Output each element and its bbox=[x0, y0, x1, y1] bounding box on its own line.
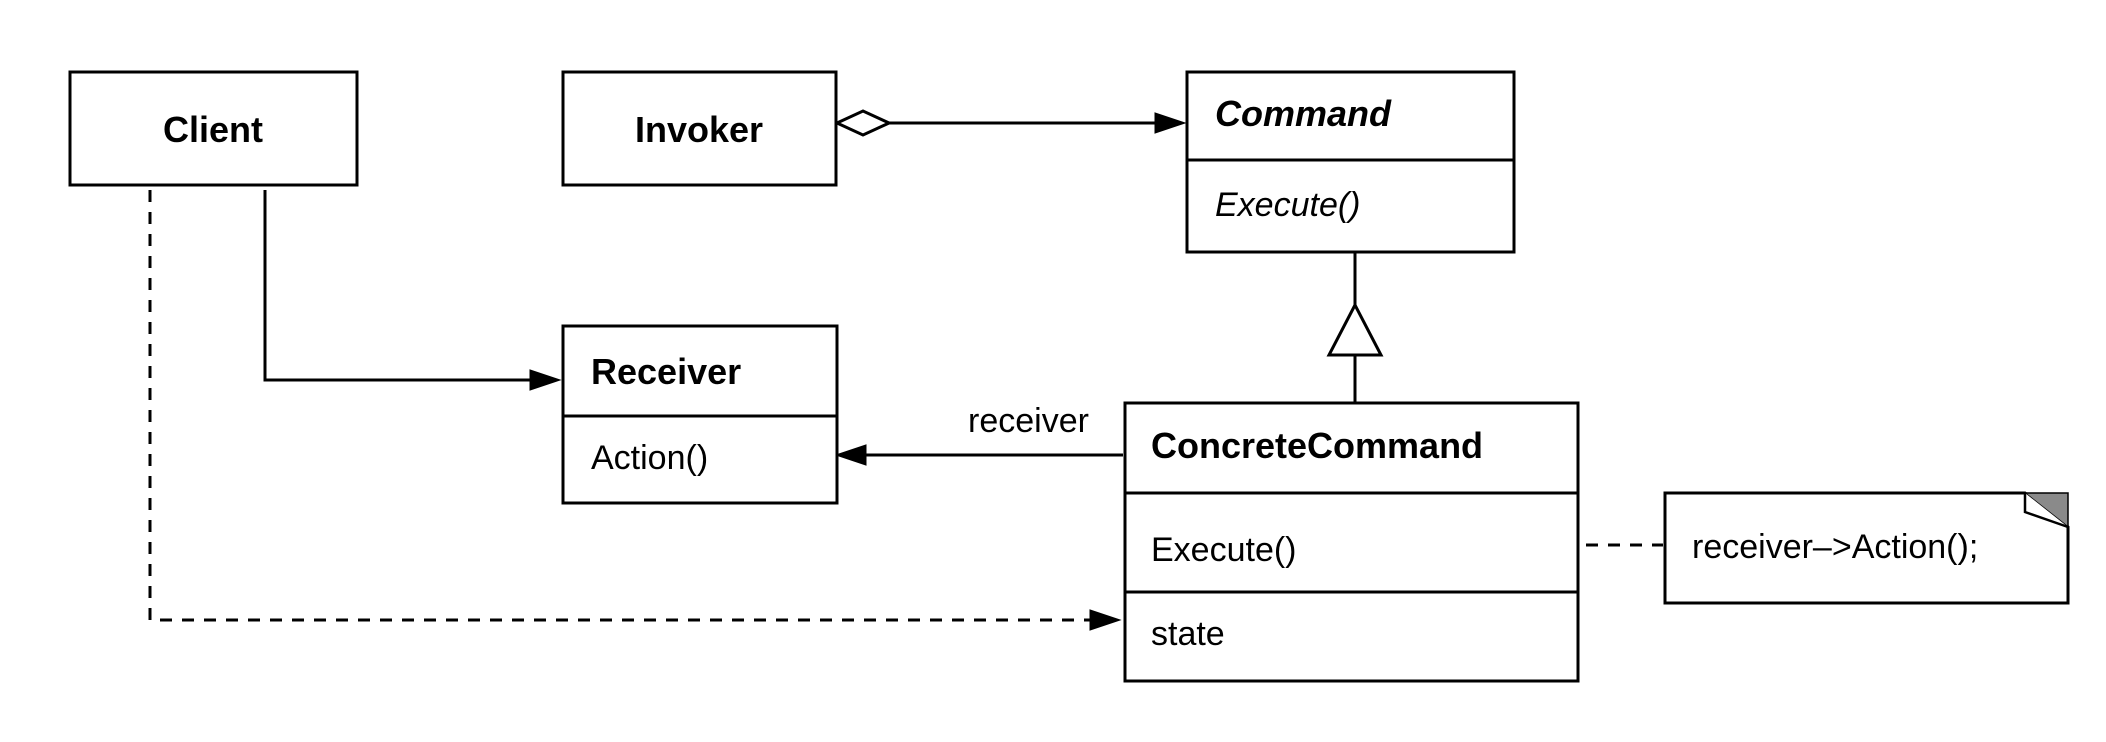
client-class-name: Client bbox=[163, 109, 263, 150]
inheritance-triangle-icon bbox=[1326, 301, 1384, 357]
command-class: Command Execute() bbox=[1185, 70, 1516, 254]
aggregation-diamond-icon bbox=[833, 109, 893, 137]
concretecommand-receiver-association bbox=[834, 444, 1123, 466]
command-class-name: Command bbox=[1215, 93, 1392, 134]
invoker-class-name: Invoker bbox=[635, 109, 763, 150]
receiver-role-label: receiver bbox=[968, 402, 1089, 440]
client-class: Client bbox=[68, 70, 359, 187]
client-receiver-association bbox=[263, 190, 562, 391]
concretecommand-generalization bbox=[1326, 252, 1384, 403]
command-execute-operation: Execute() bbox=[1215, 186, 1361, 224]
concretecommand-class-name: ConcreteCommand bbox=[1151, 425, 1483, 466]
note-text: receiver–>Action(); bbox=[1692, 528, 1978, 566]
receiver-class: Receiver Action() bbox=[561, 324, 839, 505]
invoker-class: Invoker bbox=[561, 70, 838, 187]
invoker-command-aggregation bbox=[833, 109, 1187, 137]
concretecommand-class: ConcreteCommand Execute() state bbox=[1123, 401, 1580, 683]
receiver-action-operation: Action() bbox=[591, 439, 708, 477]
implementation-note: receiver–>Action(); bbox=[1663, 491, 2070, 605]
concretecommand-state-attribute: state bbox=[1151, 615, 1225, 653]
client-creates-concretecommand-dependency bbox=[148, 190, 1122, 631]
receiver-class-name: Receiver bbox=[591, 351, 741, 392]
concretecommand-execute-operation: Execute() bbox=[1151, 531, 1297, 569]
